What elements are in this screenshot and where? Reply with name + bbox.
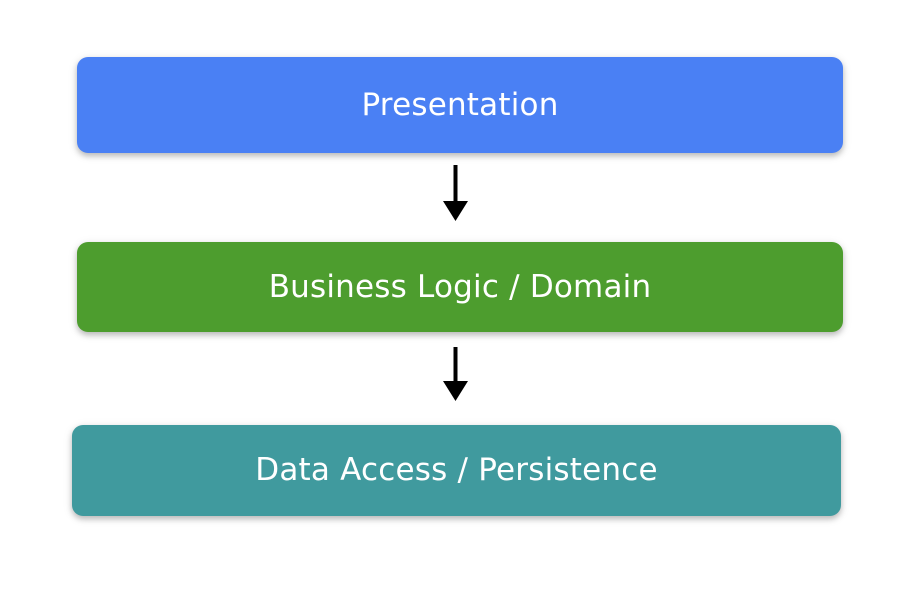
layer-label-data-access: Data Access / Persistence: [255, 452, 658, 488]
arrow-business-to-data: [443, 347, 468, 401]
layer-label-business-logic: Business Logic / Domain: [268, 268, 652, 305]
arrow-head-1: [443, 201, 468, 221]
arrow-head-2: [443, 381, 468, 401]
arrow-presentation-to-business: [443, 165, 468, 221]
layer-box-data-access[interactable]: Data Access / Persistence: [72, 425, 841, 516]
layer-box-presentation[interactable]: Presentation: [77, 57, 843, 153]
layer-label-presentation: Presentation: [361, 86, 559, 123]
layer-box-business-logic[interactable]: Business Logic / Domain: [77, 242, 843, 332]
